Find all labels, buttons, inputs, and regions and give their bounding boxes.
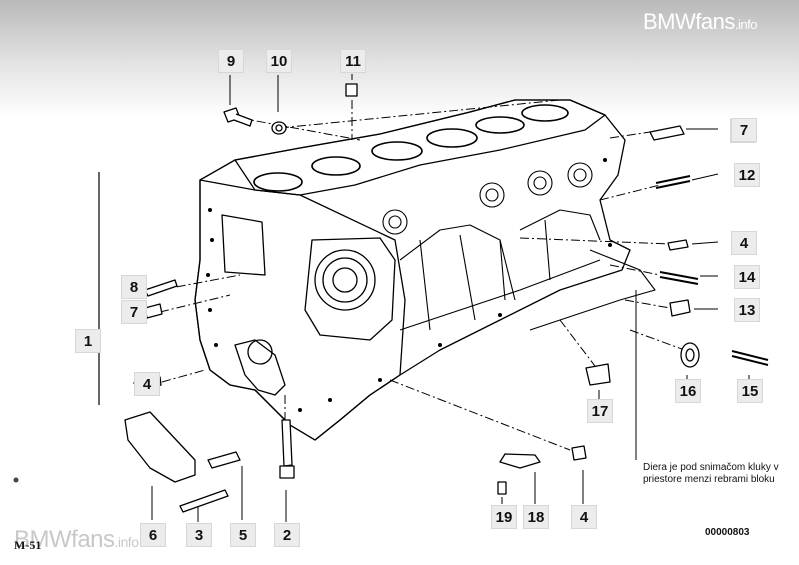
callout-12[interactable]: 12: [734, 163, 760, 187]
header-gradient: [0, 0, 799, 118]
part-stud-12: [655, 175, 691, 189]
callout-4[interactable]: 4: [571, 505, 597, 529]
part-dowel-4c: [571, 445, 587, 461]
callout-13[interactable]: 13: [734, 298, 760, 322]
part-stud-8: [144, 279, 178, 297]
part-stud-14: [659, 271, 699, 285]
rear-flange: [529, 249, 656, 331]
part-bolt-2: [281, 419, 293, 467]
part-sensor-5: [207, 451, 241, 469]
callout-16[interactable]: 16: [675, 379, 701, 403]
callout-4[interactable]: 4: [134, 372, 160, 396]
diagram-part-number: 00000803: [705, 527, 750, 538]
callout-1[interactable]: 1: [75, 329, 101, 353]
callout-9[interactable]: 9: [218, 49, 244, 73]
callout-17[interactable]: 17: [587, 399, 613, 423]
bearing-saddle: [234, 339, 286, 396]
callout-7[interactable]: 7: [121, 300, 147, 324]
dash-dot-axes: [159, 99, 691, 451]
crank-seal-bore: [314, 249, 376, 311]
part-bolt-9: [223, 107, 253, 127]
part-bracket-18: [499, 453, 541, 469]
part-sleeve-17: [585, 363, 611, 386]
part-sleeve-13: [669, 299, 691, 317]
callout-3[interactable]: 3: [186, 523, 212, 547]
callout-10[interactable]: 10: [266, 49, 292, 73]
callout-2[interactable]: 2: [274, 523, 300, 547]
part-sleeve-7a: [649, 125, 685, 141]
callout-4[interactable]: 4: [731, 231, 757, 255]
part-bearing-cap-6: [124, 411, 196, 483]
part-stud-3: [179, 489, 229, 513]
part-screw-19: [497, 481, 507, 495]
bracket-1: [93, 172, 100, 405]
watermark-top: BMWfans.info: [643, 9, 757, 34]
annotation-note: Diera je pod snimačom kluky v priestore …: [643, 462, 779, 485]
callout-5[interactable]: 5: [230, 523, 256, 547]
part-washer-10: [271, 121, 287, 135]
part-dowel-7b: [144, 303, 163, 319]
part-plug-11: [345, 83, 358, 97]
model-code: M-51: [14, 538, 42, 552]
callout-15[interactable]: 15: [737, 379, 763, 403]
callout-8[interactable]: 8: [121, 275, 147, 299]
part-stud-15: [731, 350, 769, 366]
callout-14[interactable]: 14: [734, 265, 760, 289]
part-seal-16: [680, 342, 700, 368]
bolt-holes: [206, 158, 612, 412]
cylinder-head-deck: [234, 99, 606, 196]
callout-11[interactable]: 11: [340, 49, 366, 73]
side-ribs: [382, 162, 601, 331]
part-dowel-4a: [667, 239, 689, 251]
cylinder-bores: [253, 104, 569, 192]
watermark-bottom: BMWfans.info: [14, 526, 139, 553]
front-opening: [221, 214, 266, 276]
callout-19[interactable]: 19: [491, 505, 517, 529]
callout-6[interactable]: 6: [140, 523, 166, 547]
front-face: [194, 179, 406, 441]
callout-18[interactable]: 18: [523, 505, 549, 529]
callout-7[interactable]: 7: [731, 118, 757, 142]
